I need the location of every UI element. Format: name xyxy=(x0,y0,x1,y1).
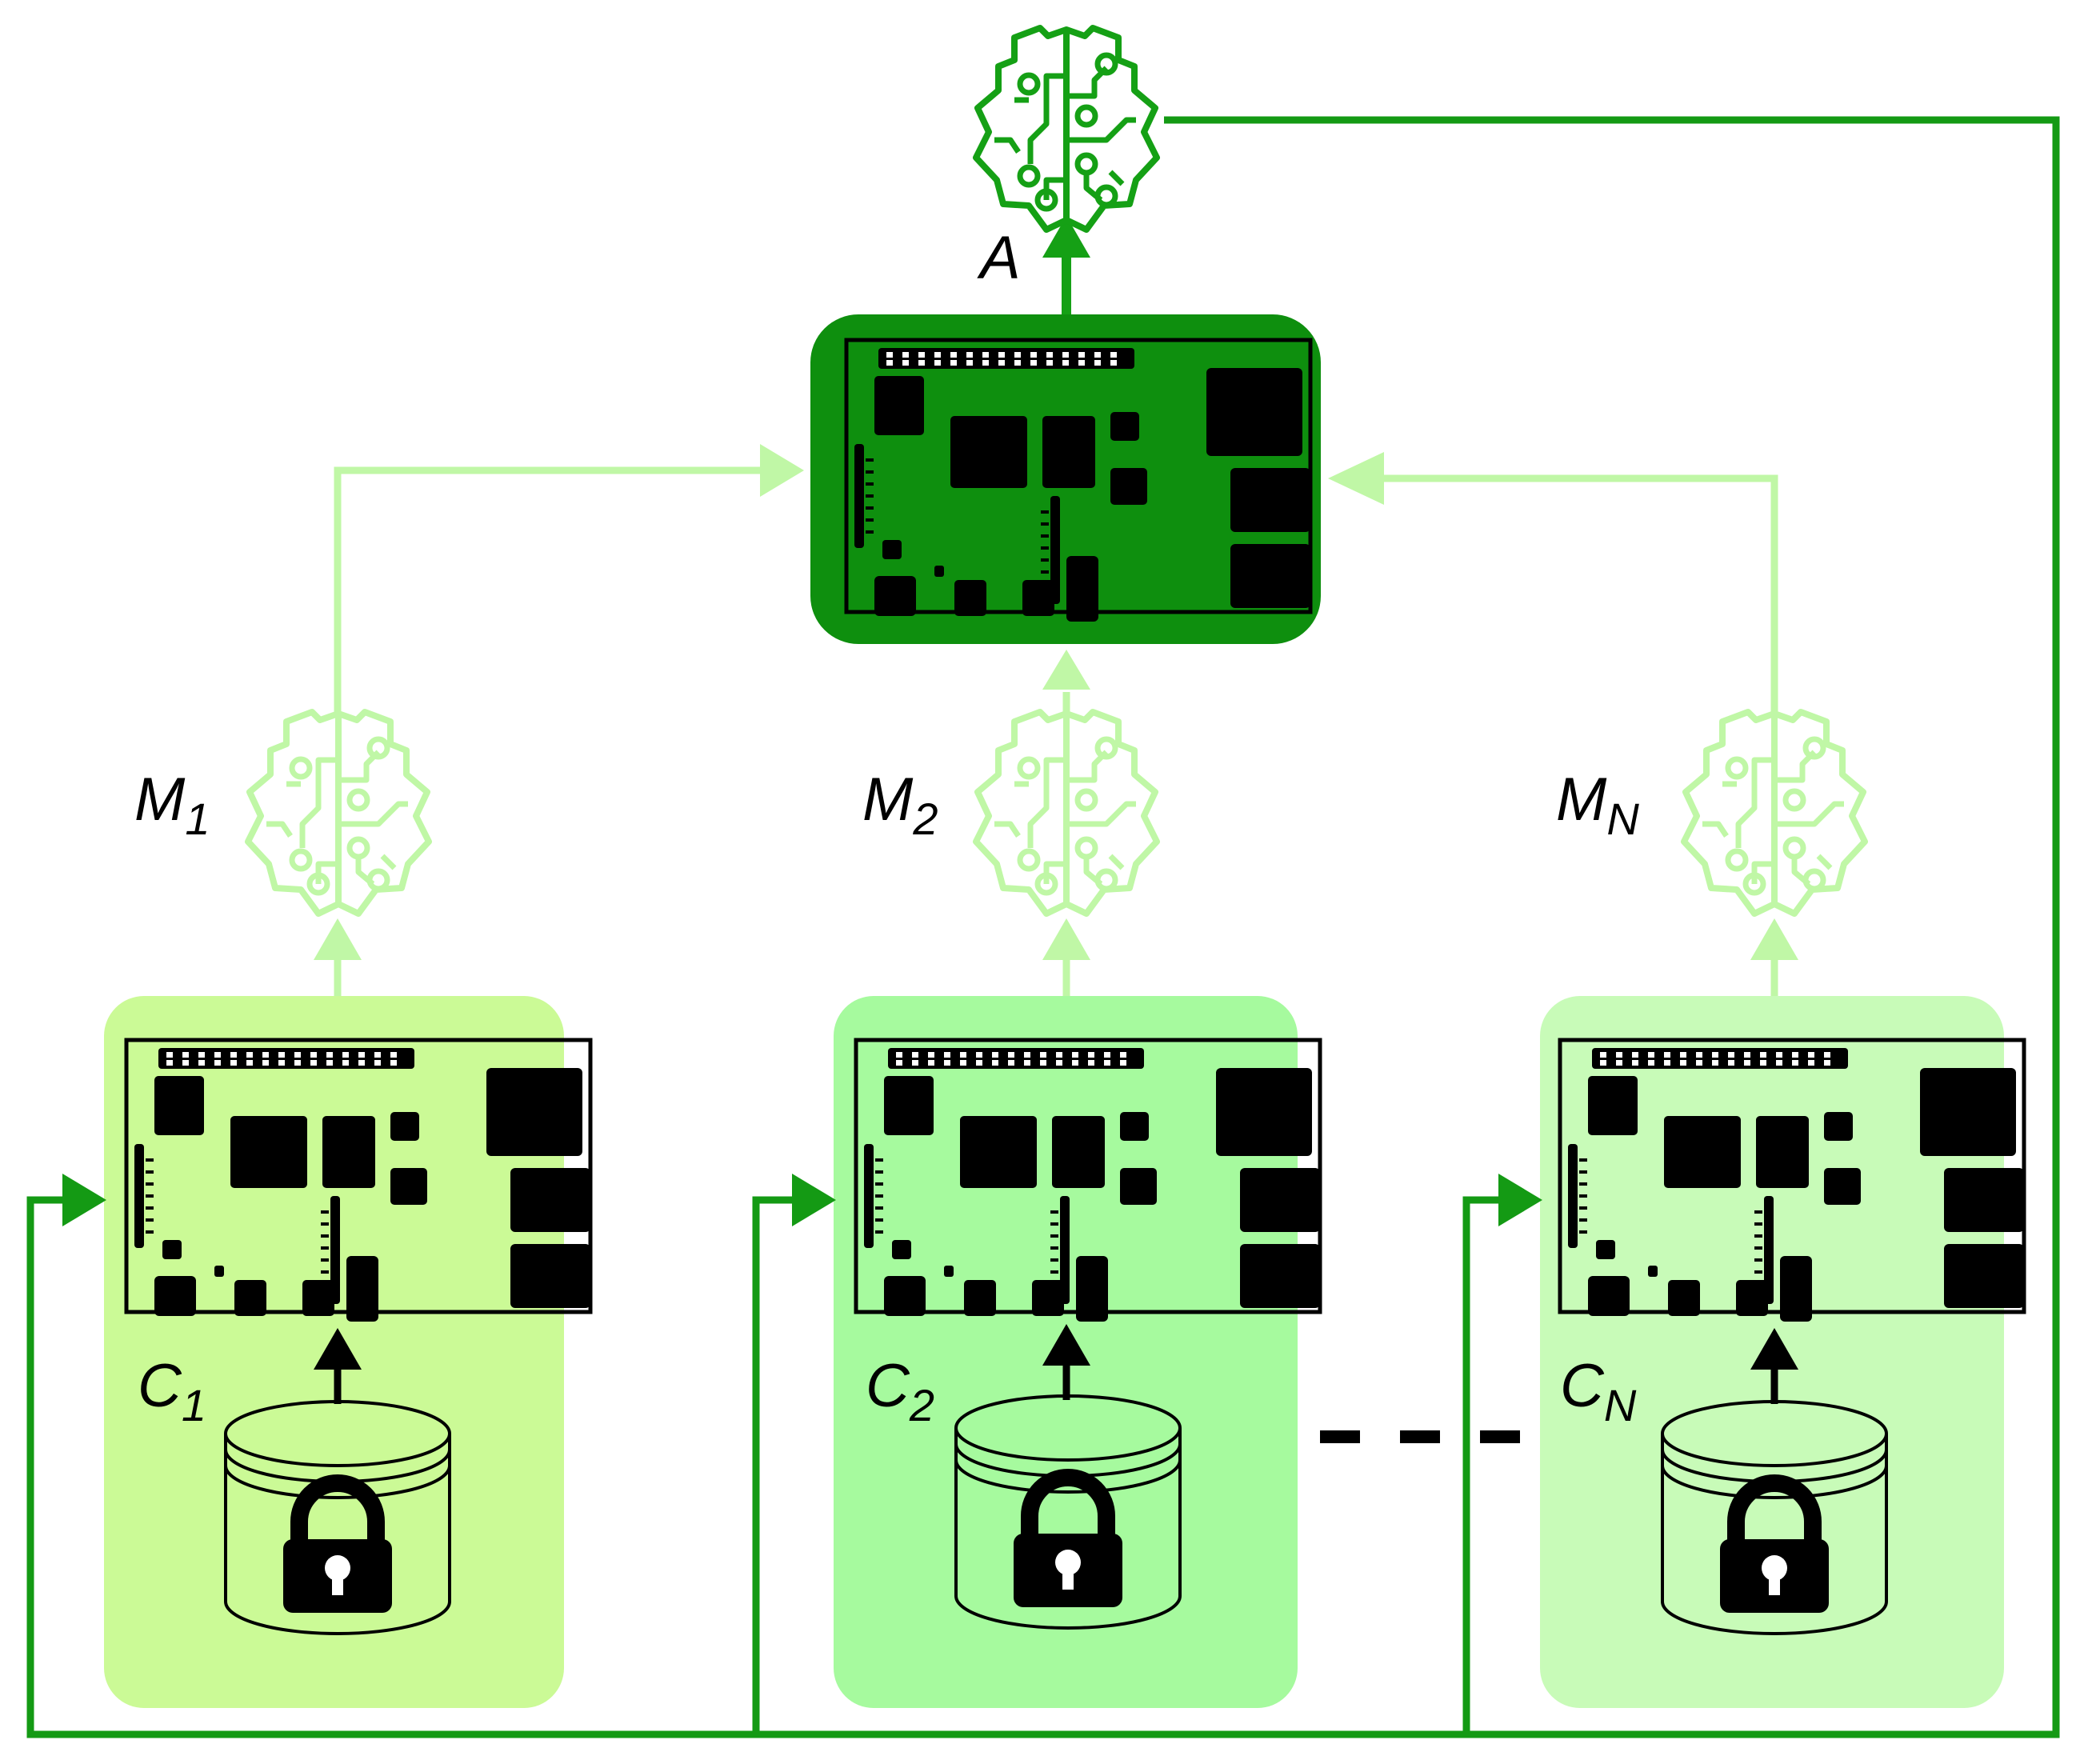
local-model-n-brain-icon xyxy=(1684,712,1865,914)
distribution-arrowheads xyxy=(62,1174,1542,1226)
local-model-arrowheads xyxy=(314,444,1798,960)
client-n-label: CN xyxy=(1560,1352,1637,1430)
model-2-label: M2 xyxy=(862,766,938,844)
server-to-global-arrowhead xyxy=(1042,216,1090,258)
global-model-brain-icon xyxy=(976,28,1157,230)
model-n-label: MN xyxy=(1556,766,1639,844)
aggregator-label: A xyxy=(980,224,1021,292)
client-1-label: C1 xyxy=(138,1352,207,1430)
data-upload-arrows xyxy=(314,1324,1798,1404)
ellipsis-dashes xyxy=(1320,1430,1520,1443)
global-model-distribution xyxy=(26,116,2060,1738)
local-model-1-brain-icon xyxy=(248,712,429,914)
model-1-label: M1 xyxy=(134,766,210,844)
client-2-label: C2 xyxy=(866,1352,935,1430)
local-model-2-brain-icon xyxy=(976,712,1157,914)
